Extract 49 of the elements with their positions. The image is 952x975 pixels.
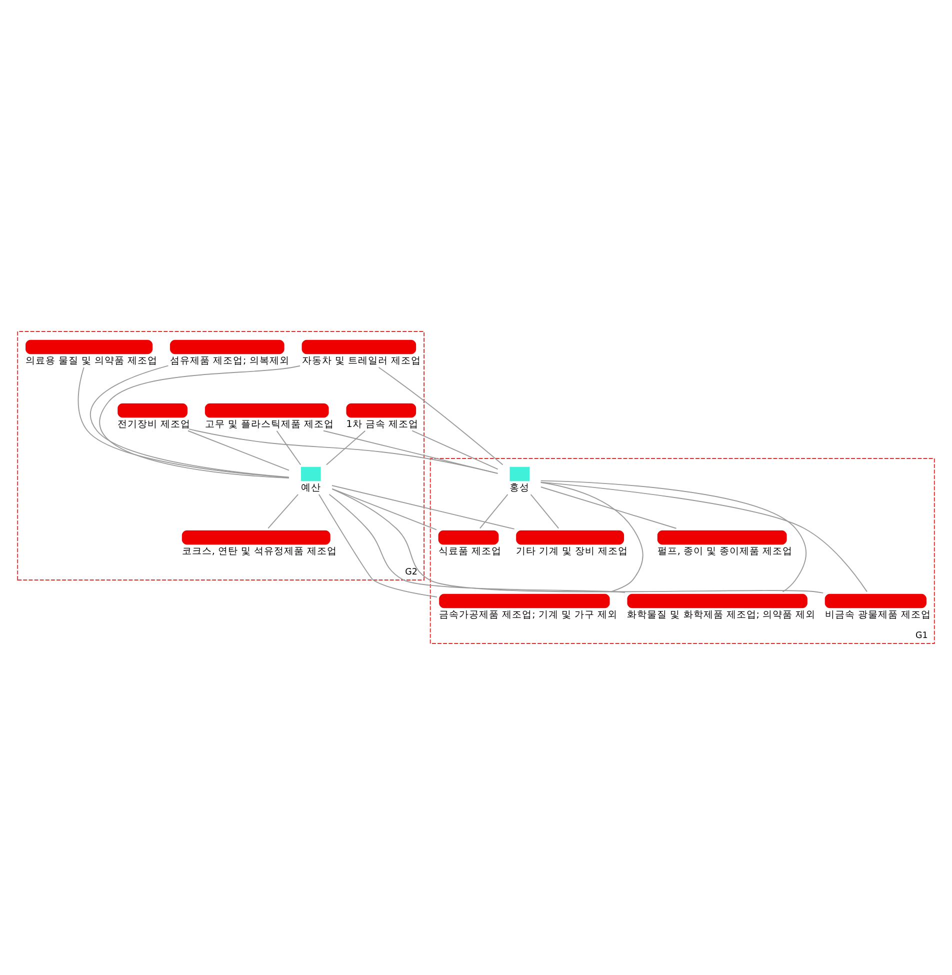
connector xyxy=(530,494,560,529)
connector xyxy=(540,486,677,529)
node-label: 의료용 물질 및 의약품 제조업 xyxy=(26,355,158,366)
connector xyxy=(188,430,290,471)
node-label: 전기장비 제조업 xyxy=(118,418,191,430)
node-box xyxy=(510,466,530,482)
node-box xyxy=(657,530,787,545)
node-box xyxy=(26,340,153,354)
node-label: 홍성 xyxy=(510,482,530,494)
connector xyxy=(332,488,437,530)
connector xyxy=(268,494,299,529)
connector xyxy=(323,430,498,474)
connector xyxy=(326,430,366,466)
connector xyxy=(276,430,302,466)
node-box xyxy=(346,403,416,418)
node-box xyxy=(204,403,329,418)
connector xyxy=(331,485,515,530)
connector xyxy=(540,482,644,592)
node-label: 고무 및 플라스틱제품 제조업 xyxy=(204,418,334,430)
node-label: 코크스, 연탄 및 석유정제품 제조업 xyxy=(182,546,338,557)
node-label: 섬유제품 제조업; 의복제외 xyxy=(170,355,290,366)
connector xyxy=(328,494,626,594)
connector xyxy=(412,430,498,470)
node-box xyxy=(118,403,188,418)
node-box xyxy=(438,530,499,545)
node-label: 펄프, 종이 및 종이제품 제조업 xyxy=(657,546,792,557)
node-box xyxy=(300,466,321,482)
connector xyxy=(540,480,807,592)
connector xyxy=(318,494,438,598)
node-box xyxy=(170,340,284,354)
node-label: 자동차 및 트레일러 제조업 xyxy=(302,355,421,366)
node-box xyxy=(824,594,926,608)
node-label: 비금속 광물제품 제조업 xyxy=(824,609,931,620)
node-box xyxy=(182,530,330,545)
connector xyxy=(188,428,498,474)
node-label: 기타 기계 및 장비 제조업 xyxy=(516,546,628,557)
node-box xyxy=(439,594,610,608)
node-label: 식료품 제조업 xyxy=(438,546,502,557)
node-label: 예산 xyxy=(300,482,321,494)
connector xyxy=(540,482,868,592)
node-label: 금속가공제품 제조업; 기계 및 가구 제외 xyxy=(439,609,618,620)
node-box xyxy=(516,530,624,545)
node-box xyxy=(302,340,416,354)
node-box xyxy=(627,594,808,608)
node-label: 1차 금속 제조업 xyxy=(346,418,418,430)
connector xyxy=(332,488,824,594)
connector xyxy=(479,494,508,529)
connector xyxy=(378,366,504,466)
node-label: 화학물질 및 화학제품 제조업; 의약품 제외 xyxy=(627,609,816,620)
